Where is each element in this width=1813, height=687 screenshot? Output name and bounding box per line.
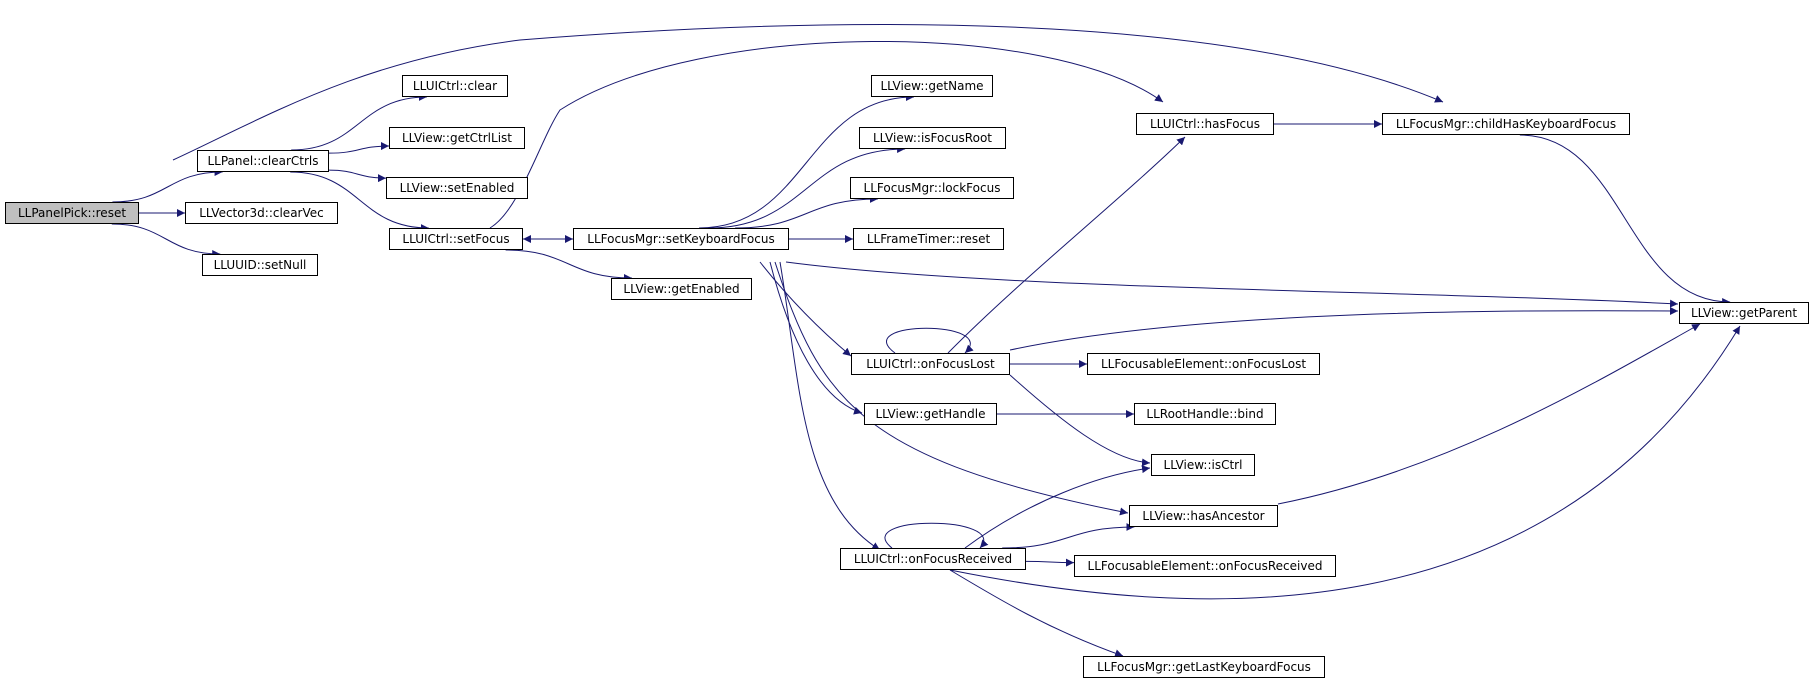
node-setFocus[interactable]: LLUICtrl::setFocus [389,228,523,250]
edge-setKeyboardFocus-to-onFocusLost [759,261,852,357]
edge-setKeyboardFocus-to-getParent [785,261,1679,308]
node-clearVec[interactable]: LLVector3d::clearVec [185,202,338,224]
node-onFocusReceived[interactable]: LLUICtrl::onFocusReceived [840,548,1026,570]
node-setKeyboardFocus[interactable]: LLFocusMgr::setKeyboardFocus [573,228,789,250]
node-hasAncestor[interactable]: LLView::hasAncestor [1129,505,1278,527]
edge-onFocusReceived-to-getParent [949,325,1741,600]
edge-hasAncestor-to-getParent [1277,323,1701,505]
node-isFocusRoot[interactable]: LLView::isFocusRoot [859,127,1006,149]
node-isCtrl[interactable]: LLView::isCtrl [1151,454,1255,476]
node-getEnabled[interactable]: LLView::getEnabled [611,278,752,300]
edge-setKeyboardFocus-to-childHasKeyboardFocus [172,24,1444,161]
node-frameReset[interactable]: LLFrameTimer::reset [853,228,1004,250]
edge-clearCtrls-to-setFocus [290,171,429,232]
edge-setFocus-to-hasFocus [489,41,1164,229]
node-hasFocus[interactable]: LLUICtrl::hasFocus [1136,113,1274,135]
node-lockFocus[interactable]: LLFocusMgr::lockFocus [850,177,1014,199]
node-getName[interactable]: LLView::getName [871,75,993,97]
edge-onFocusReceived-to-feOnFocusReceived [1025,558,1075,567]
edge-onFocusReceived-to-hasAncestor [1002,523,1135,549]
node-getCtrlList[interactable]: LLView::getCtrlList [389,127,525,149]
edge-setKeyboardFocus-to-getHandle [769,261,863,415]
edge-setKeyboardFocus-to-lockFocus [735,195,878,229]
edge-clearCtrls-to-setEnabled [328,169,387,183]
node-reset: LLPanelPick::reset [5,202,139,224]
node-getLastKeyboardFocus[interactable]: LLFocusMgr::getLastKeyboardFocus [1083,656,1325,678]
node-getHandle[interactable]: LLView::getHandle [864,403,997,425]
edge-childHasKeyboardFocus-to-getParent [1519,134,1731,306]
edge-onFocusLost-to-hasFocus [947,136,1186,354]
node-clear[interactable]: LLUICtrl::clear [402,75,508,97]
edge-setFocus-to-getEnabled [505,249,632,282]
edge-setKeyboardFocus-to-onFocusReceived [779,261,881,551]
edge-onFocusLost-to-onFocusLost [886,327,974,354]
edge-onFocusReceived-to-getLastKeyboardFocus [949,569,1124,658]
edge-clearCtrls-to-clear [291,93,427,151]
edge-clearCtrls-to-getCtrlList [328,142,390,154]
edge-onFocusReceived-to-isCtrl [964,465,1151,549]
node-childHasKeyboardFocus[interactable]: LLFocusMgr::childHasKeyboardFocus [1382,113,1630,135]
node-onFocusLost[interactable]: LLUICtrl::onFocusLost [851,353,1010,375]
node-setNull[interactable]: LLUUID::setNull [202,254,318,276]
node-getParent[interactable]: LLView::getParent [1679,302,1809,324]
node-feOnFocusReceived[interactable]: LLFocusableElement::onFocusReceived [1074,555,1336,577]
node-clearCtrls[interactable]: LLPanel::clearCtrls [197,150,329,172]
edge-onFocusLost-to-isCtrl [1009,374,1151,467]
edge-reset-to-clearCtrls [112,168,223,203]
edge-onFocusReceived-to-onFocusReceived [884,522,989,549]
edge-setKeyboardFocus-to-hasAncestor [774,261,1129,516]
edge-reset-to-setNull [111,223,221,258]
edge-setKeyboardFocus-to-getName [699,93,914,229]
node-setEnabled[interactable]: LLView::setEnabled [386,177,528,199]
node-bind[interactable]: LLRootHandle::bind [1134,403,1276,425]
edge-setKeyboardFocus-to-isFocusRoot [708,145,906,229]
node-feOnFocusLost[interactable]: LLFocusableElement::onFocusLost [1087,353,1320,375]
edge-onFocusLost-to-getParent [1009,306,1679,351]
